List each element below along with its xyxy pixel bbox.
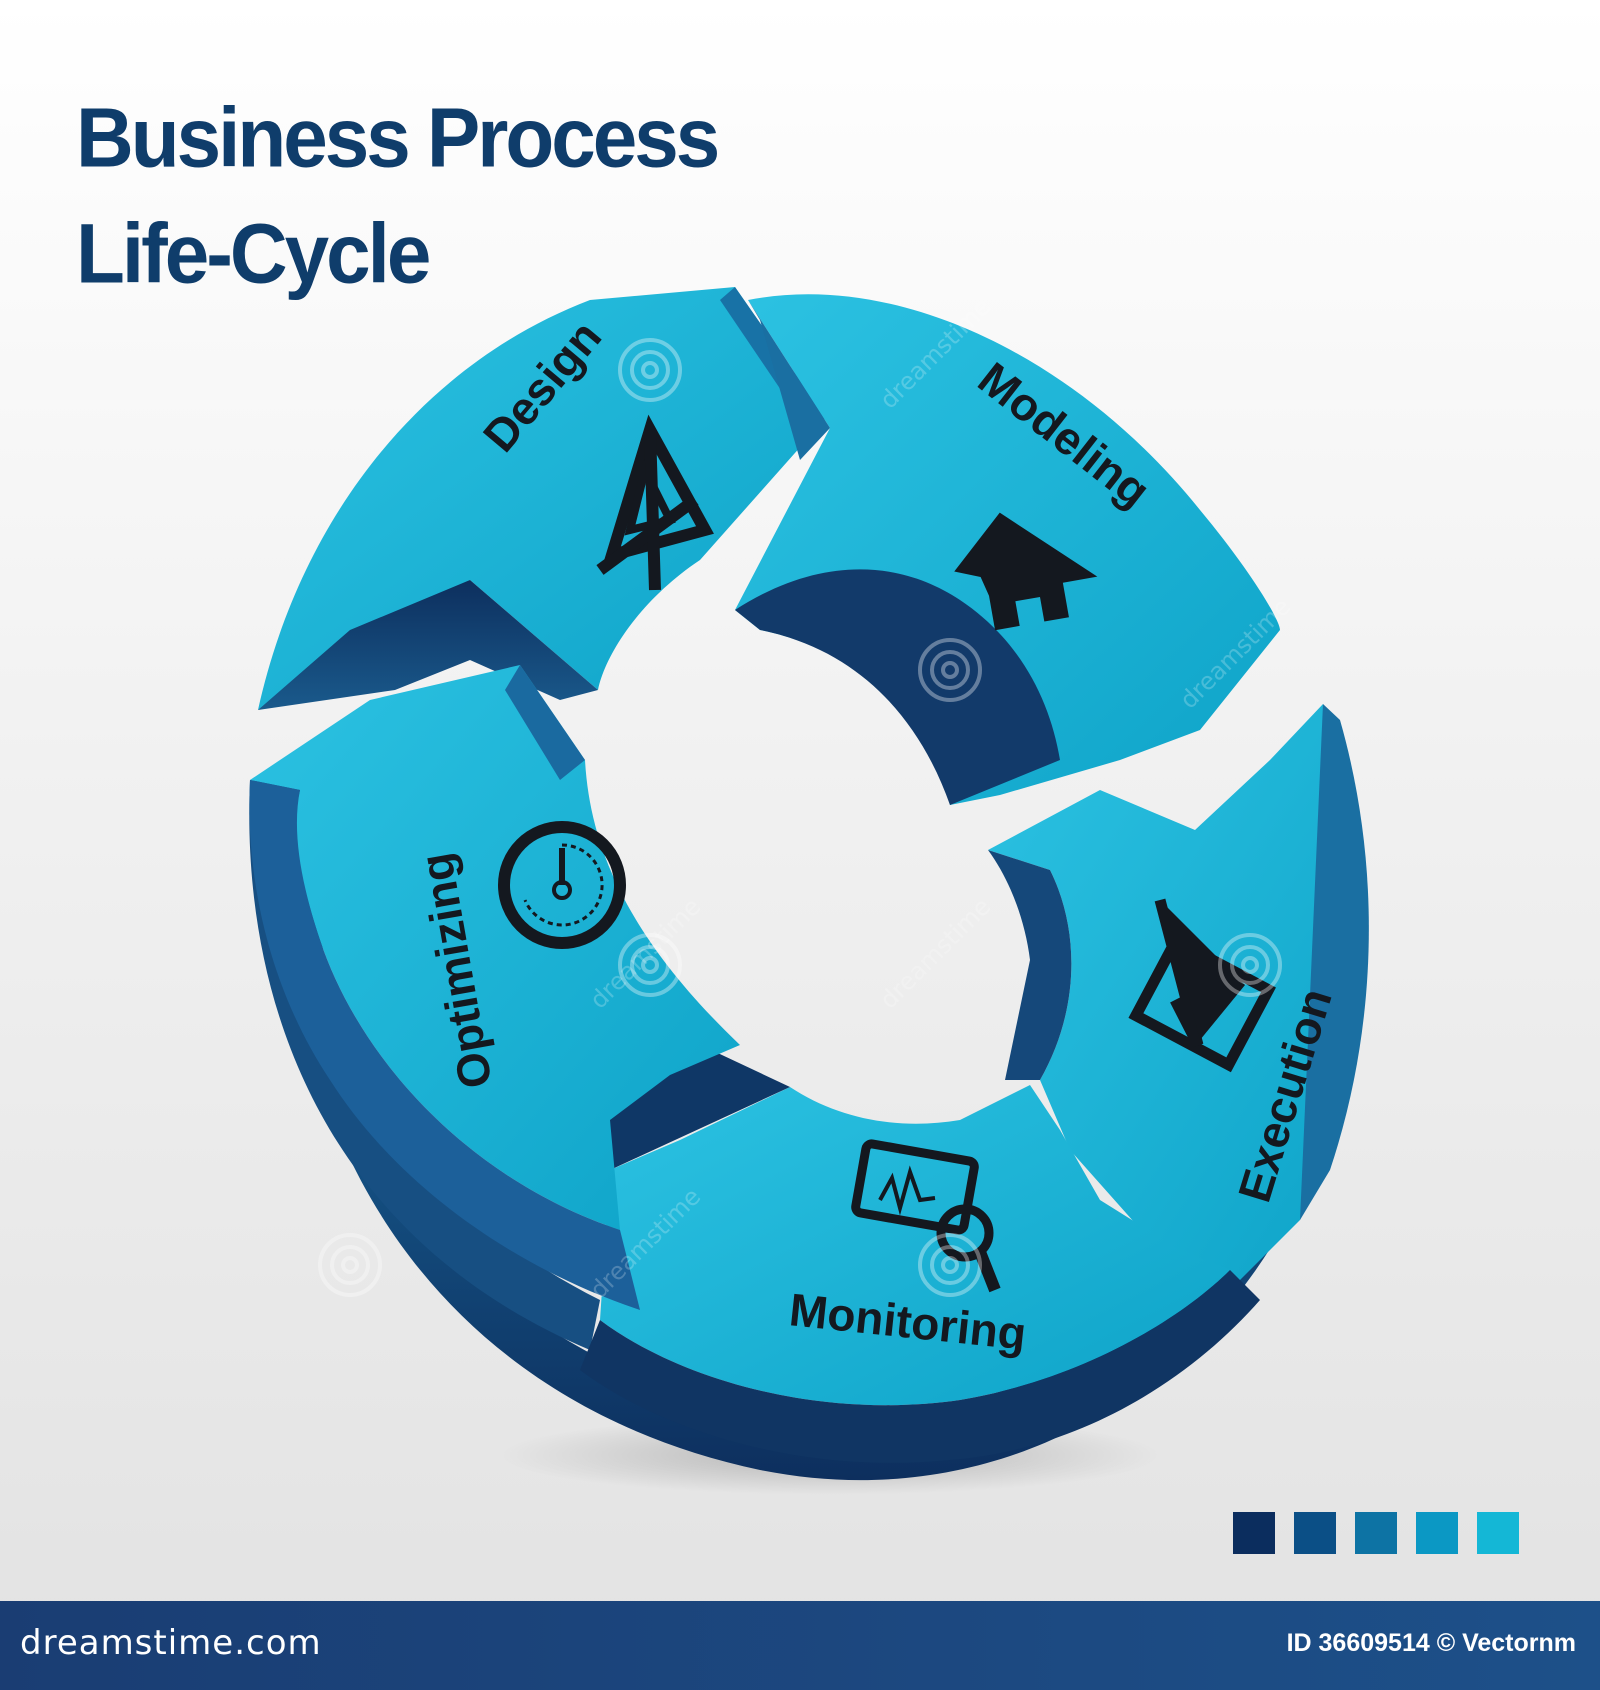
diagram-title-line-2: Life-Cycle xyxy=(76,206,431,301)
spiral-watermark-icon xyxy=(1218,933,1282,997)
color-swatch xyxy=(1355,1512,1397,1554)
segment-execution xyxy=(988,704,1369,1290)
color-swatch xyxy=(1294,1512,1336,1554)
checkbox-check-icon xyxy=(1128,898,1276,1073)
drafting-tools-icon xyxy=(596,414,714,591)
segment-optimizing xyxy=(249,665,740,1310)
watermark-text: dreamstime xyxy=(874,893,996,1015)
color-swatch xyxy=(1477,1512,1519,1554)
footer-credit: ID 36609514 © Vectornm xyxy=(1286,1629,1576,1657)
color-swatch xyxy=(1233,1512,1275,1554)
house-icon xyxy=(954,512,1098,631)
life-cycle-diagram: Design Modeling Execution Monitoring Opt… xyxy=(249,287,1369,1495)
segment-monitoring xyxy=(570,1040,1260,1463)
spiral-watermark-icon xyxy=(618,338,682,402)
diagram-title-line-1: Business Process xyxy=(76,90,720,185)
spiral-watermark-icon xyxy=(618,933,682,997)
spiral-watermark-icon xyxy=(918,1233,982,1297)
stopwatch-gauge-icon xyxy=(498,821,626,949)
screen-magnifier-icon xyxy=(851,1139,1001,1293)
spiral-watermark-icon xyxy=(318,1233,382,1297)
color-swatch xyxy=(1416,1512,1458,1554)
footer-brand: dreamstime.com xyxy=(20,1623,322,1663)
color-swatch-strip xyxy=(1233,1512,1519,1554)
footer-bar: dreamstime.com ID 36609514 © Vectornm xyxy=(0,1601,1600,1690)
spiral-watermark-icon xyxy=(918,638,982,702)
